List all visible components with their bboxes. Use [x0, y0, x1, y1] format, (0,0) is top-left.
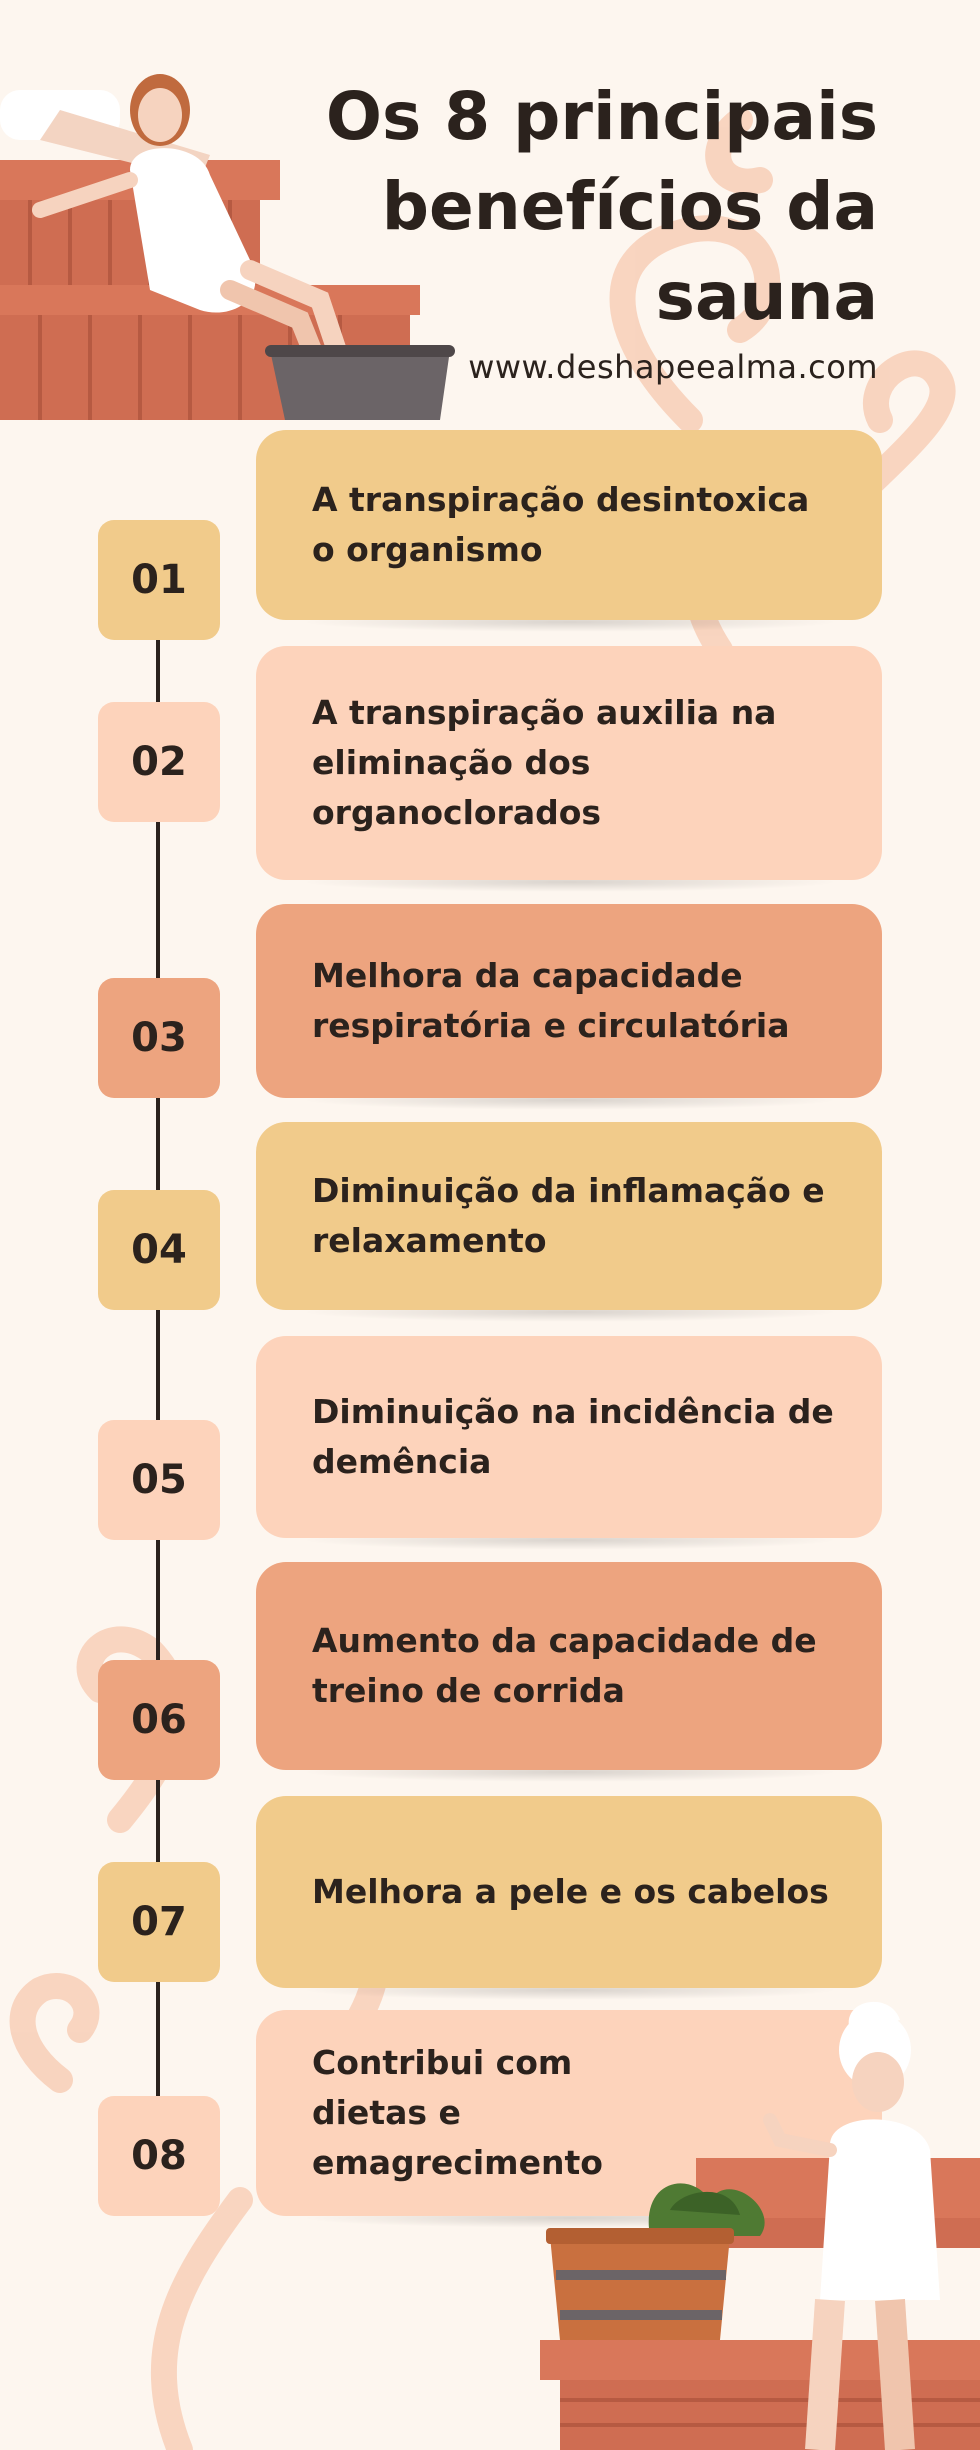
- benefit-card: A transpiração auxilia na eliminação dos…: [256, 646, 882, 880]
- benefit-number: 03: [131, 1015, 187, 1061]
- benefit-number-badge: 06: [98, 1660, 220, 1780]
- benefit-card: Melhora a pele e os cabelos: [256, 1796, 882, 1988]
- title-line-2: benefícios da: [381, 168, 878, 245]
- benefit-card: Diminuição da inflamação e relaxamento: [256, 1122, 882, 1310]
- benefit-text: Melhora da capacidade respiratória e cir…: [312, 956, 790, 1045]
- benefit-number: 01: [131, 557, 187, 603]
- benefit-number-badge: 05: [98, 1420, 220, 1540]
- sauna-woman-sitting-illustration: [540, 2001, 980, 2450]
- benefit-card: A transpiração desintoxica o organismo: [256, 430, 882, 620]
- benefit-card: Diminuição na incidência de demência: [256, 1336, 882, 1538]
- benefit-number-badge: 02: [98, 702, 220, 822]
- benefit-text: Diminuição da inflamação e relaxamento: [312, 1171, 825, 1260]
- benefit-card: Aumento da capacidade de treino de corri…: [256, 1562, 882, 1770]
- benefit-number: 06: [131, 1697, 187, 1743]
- benefit-number: 08: [131, 2133, 187, 2179]
- benefit-number: 04: [131, 1227, 187, 1273]
- benefit-number: 02: [131, 739, 187, 785]
- title-line-1: Os 8 principais: [325, 78, 878, 155]
- benefit-number: 05: [131, 1457, 187, 1503]
- benefit-text: Contribui com dietas e emagrecimento: [312, 2043, 603, 2182]
- benefit-number-badge: 07: [98, 1862, 220, 1982]
- benefit-number-badge: 01: [98, 520, 220, 640]
- benefit-text: A transpiração auxilia na eliminação dos…: [312, 693, 777, 832]
- benefit-number-badge: 04: [98, 1190, 220, 1310]
- benefit-card: Melhora da capacidade respiratória e cir…: [256, 904, 882, 1098]
- title-line-3: sauna: [655, 258, 878, 335]
- benefit-text: A transpiração desintoxica o organismo: [312, 480, 810, 569]
- website-url: www.deshapeealma.com: [468, 348, 878, 386]
- benefit-number-badge: 03: [98, 978, 220, 1098]
- timeline-line: [156, 580, 160, 2160]
- page-title: Os 8 principais benefícios da sauna: [258, 72, 878, 342]
- benefit-text: Diminuição na incidência de demência: [312, 1392, 834, 1481]
- benefit-number: 07: [131, 1899, 187, 1945]
- sauna-woman-relaxing-illustration: [0, 74, 455, 420]
- benefit-text: Aumento da capacidade de treino de corri…: [312, 1621, 817, 1710]
- benefit-text: Melhora a pele e os cabelos: [312, 1872, 829, 1911]
- benefit-number-badge: 08: [98, 2096, 220, 2216]
